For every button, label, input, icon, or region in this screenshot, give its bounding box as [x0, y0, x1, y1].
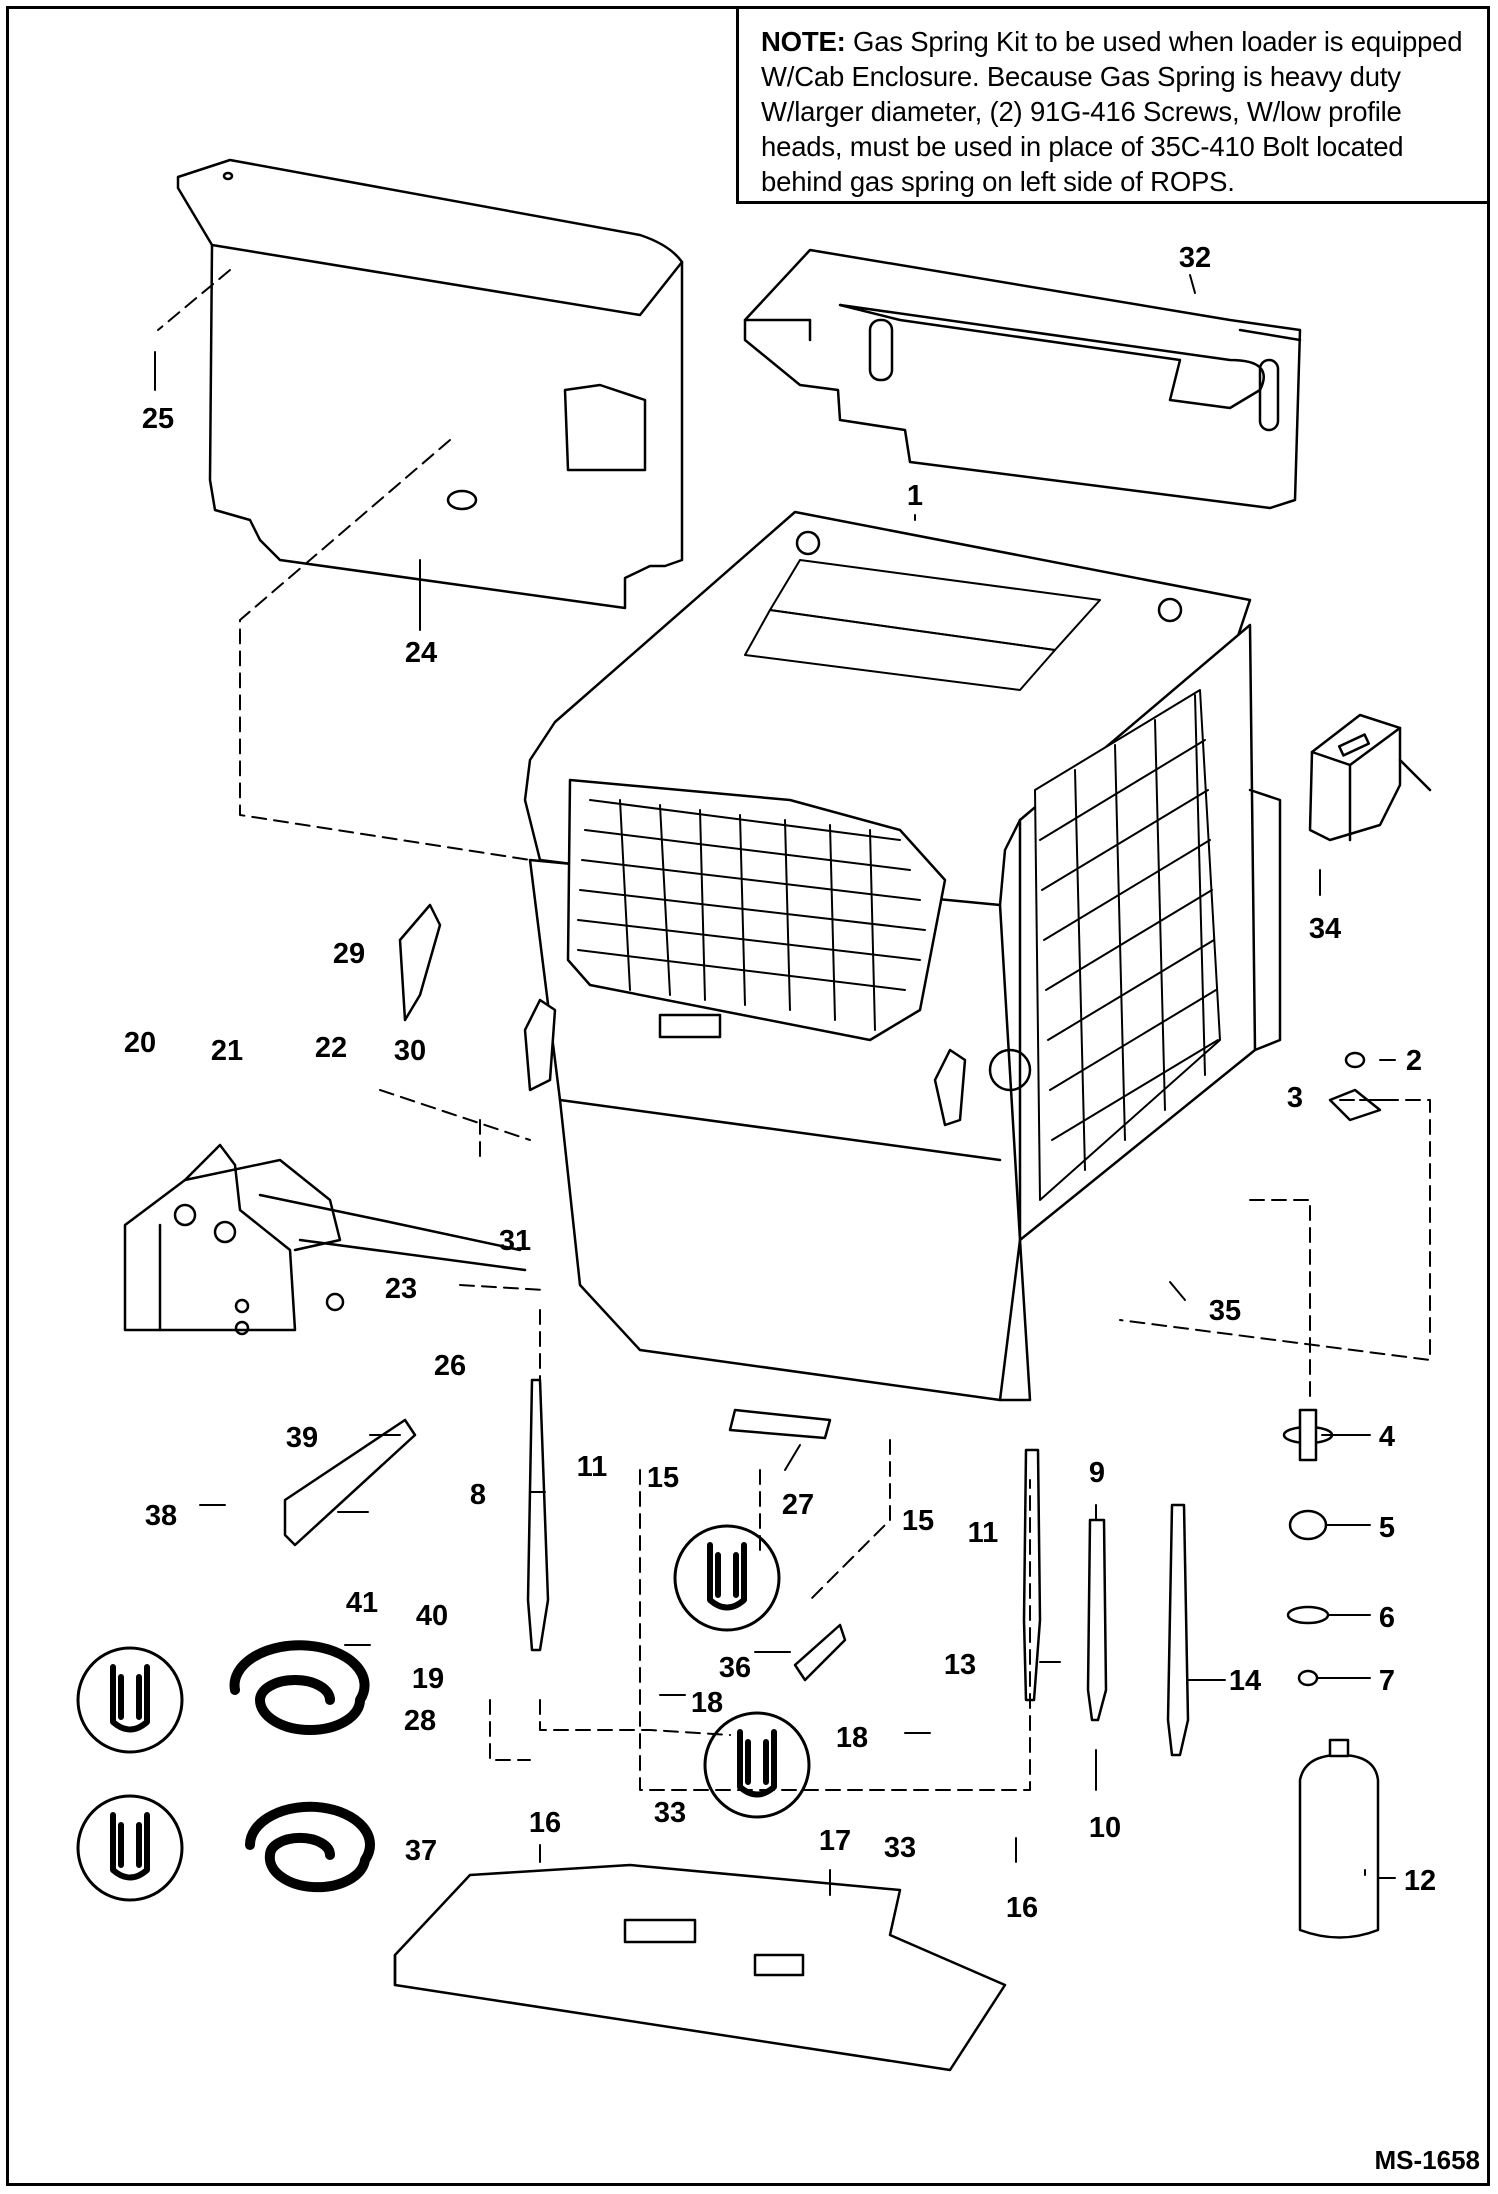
callout-6: 6 — [1379, 1602, 1395, 1634]
callout-13: 13 — [944, 1649, 976, 1681]
callout-17: 17 — [819, 1825, 851, 1857]
callout-41: 41 — [346, 1587, 378, 1619]
part-12-spray-can — [1298, 1738, 1380, 1939]
callout-29: 29 — [333, 938, 365, 970]
part-36-strip — [793, 1623, 847, 1682]
callout-37: 37 — [405, 1835, 437, 1867]
part-32-top-bracket — [743, 248, 1302, 510]
callout-19: 19 — [412, 1663, 444, 1695]
callout-16-right: 16 — [1006, 1892, 1038, 1924]
callout-4: 4 — [1379, 1421, 1395, 1453]
part-24-side-panel — [176, 158, 684, 610]
callout-1: 1 — [907, 480, 923, 512]
callout-22: 22 — [315, 1032, 347, 1064]
callout-26: 26 — [434, 1350, 466, 1382]
callout-8: 8 — [470, 1479, 486, 1511]
callout-33-right: 33 — [884, 1832, 916, 1864]
callout-23: 23 — [385, 1273, 417, 1305]
part-34-box — [1308, 713, 1432, 842]
note-label: NOTE: — [761, 26, 846, 57]
callout-11-right: 11 — [968, 1517, 999, 1549]
callout-39: 39 — [286, 1422, 318, 1454]
callout-16-left: 16 — [529, 1807, 561, 1839]
callout-11-left: 11 — [577, 1451, 608, 1483]
callout-18-left: 18 — [691, 1687, 723, 1719]
callout-10: 10 — [1089, 1812, 1121, 1844]
drawing-number: MS-1658 — [1374, 2145, 1481, 2175]
callout-7: 7 — [1379, 1665, 1395, 1697]
callout-34: 34 — [1309, 913, 1341, 945]
callout-36: 36 — [719, 1652, 751, 1684]
callout-32: 32 — [1179, 242, 1211, 274]
callout-31: 31 — [499, 1225, 531, 1257]
callout-2: 2 — [1406, 1045, 1422, 1077]
callout-38: 38 — [145, 1500, 177, 1532]
callout-9: 9 — [1089, 1457, 1105, 1489]
part-17-floor-plate — [393, 1863, 1007, 2072]
gas-spring-rods — [526, 1378, 1190, 1757]
callout-30: 30 — [394, 1035, 426, 1067]
callout-20: 20 — [124, 1027, 156, 1059]
leader-lines — [154, 274, 1396, 1896]
note-text: Gas Spring Kit to be used when loader is… — [761, 26, 1463, 197]
callout-21: 21 — [211, 1035, 243, 1067]
part-39-plate — [283, 1418, 417, 1547]
part-30-flap — [398, 903, 442, 1022]
hose-coils — [229, 1640, 375, 1893]
callout-25: 25 — [142, 403, 174, 435]
callout-5: 5 — [1379, 1512, 1395, 1544]
note-box: NOTE: Gas Spring Kit to be used when loa… — [736, 6, 1490, 204]
drawing-border — [6, 6, 1490, 2186]
callout-35: 35 — [1209, 1295, 1241, 1327]
callout-24: 24 — [405, 637, 437, 669]
callout-15-right: 15 — [902, 1505, 934, 1537]
part-27-strip — [728, 1408, 832, 1440]
callout-28: 28 — [404, 1705, 436, 1737]
loader-frame — [123, 1143, 527, 1336]
callout-3: 3 — [1287, 1082, 1303, 1114]
part-1-cab — [523, 510, 1282, 1402]
callout-15-left: 15 — [647, 1462, 679, 1494]
callout-12: 12 — [1404, 1865, 1436, 1897]
callout-40: 40 — [416, 1600, 448, 1632]
callout-33-left: 33 — [654, 1797, 686, 1829]
callout-14: 14 — [1229, 1665, 1261, 1697]
callout-27: 27 — [782, 1489, 814, 1521]
hardware-stack — [1282, 1051, 1382, 1687]
callout-18-right: 18 — [836, 1722, 868, 1754]
